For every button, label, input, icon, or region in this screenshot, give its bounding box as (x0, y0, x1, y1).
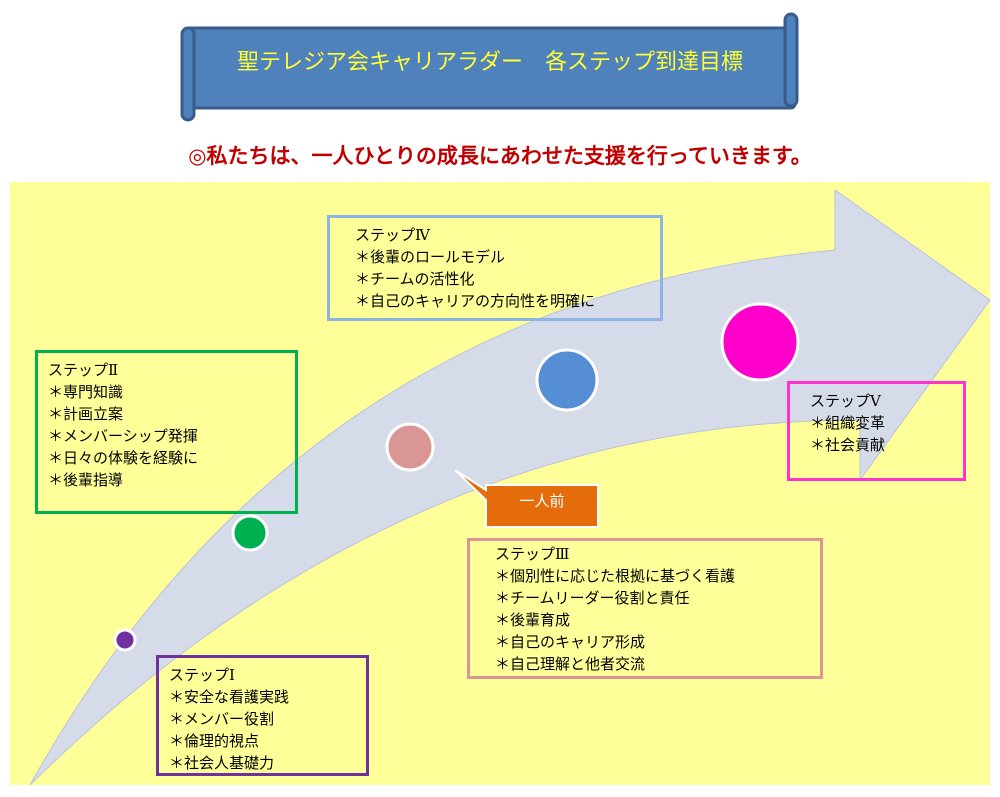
step-label: ステップⅢ (495, 545, 570, 563)
title-scroll-banner (180, 12, 799, 122)
step-item: ＊チームの活性化 (355, 270, 475, 288)
subtitle: ◎私たちは、一人ひとりの成長にあわせた支援を行っていきます。 (188, 143, 812, 168)
callout-label: 一人前 (519, 492, 565, 510)
step-item: ＊メンバーシップ発揮 (48, 427, 198, 445)
step-item: ＊個別性に応じた根拠に基づく看護 (495, 567, 736, 585)
step-label: ステップⅣ (355, 226, 430, 244)
step-item: ＊組織変革 (810, 414, 886, 432)
step-item: ＊後輩のロールモデル (355, 248, 506, 266)
step-item: ＊社会人基礎力 (169, 754, 275, 772)
step5-circle (720, 302, 800, 382)
step-label: ステップⅠ (169, 666, 235, 684)
step2-circle (231, 514, 269, 552)
step-item: ＊後輩指導 (48, 471, 124, 489)
step1-box: ステップⅠ ＊安全な看護実践 ＊メンバー役割 ＊倫理的視点 ＊社会人基礎力 (156, 655, 369, 776)
callout-bubble (454, 469, 599, 528)
step-item: ＊チームリーダー役割と責任 (495, 589, 690, 607)
step-item: ＊自己理解と他者交流 (495, 655, 646, 673)
step-item: ＊安全な看護実践 (169, 688, 290, 706)
step-item: ＊自己のキャリア形成 (495, 633, 646, 651)
step5-box: ステップⅤ ＊組織変革 ＊社会貢献 (787, 381, 966, 481)
step2-box: ステップⅡ ＊専門知識 ＊計画立案 ＊メンバーシップ発揮 ＊日々の体験を経験に … (35, 350, 298, 514)
step-item: ＊自己のキャリアの方向性を明確に (355, 292, 596, 310)
step-item: ＊計画立案 (48, 405, 124, 423)
step-label: ステップⅤ (810, 392, 881, 410)
step-label: ステップⅡ (48, 361, 119, 379)
step-item: ＊後輩育成 (495, 611, 571, 629)
step3-circle (385, 422, 435, 472)
step-item: ＊日々の体験を経験に (48, 449, 199, 467)
step-item: ＊社会貢献 (810, 436, 886, 454)
step1-circle (113, 628, 137, 652)
step3-box: ステップⅢ ＊個別性に応じた根拠に基づく看護 ＊チームリーダー役割と責任 ＊後輩… (467, 538, 823, 679)
step-item: ＊倫理的視点 (169, 732, 260, 750)
step4-box: ステップⅣ ＊後輩のロールモデル ＊チームの活性化 ＊自己のキャリアの方向性を明… (327, 215, 663, 321)
step-item: ＊メンバー役割 (169, 710, 275, 728)
step-item: ＊専門知識 (48, 383, 124, 401)
page-title: 聖テレジア会キャリアラダー 各ステップ到達目標 (236, 50, 743, 75)
step4-circle (535, 348, 599, 412)
